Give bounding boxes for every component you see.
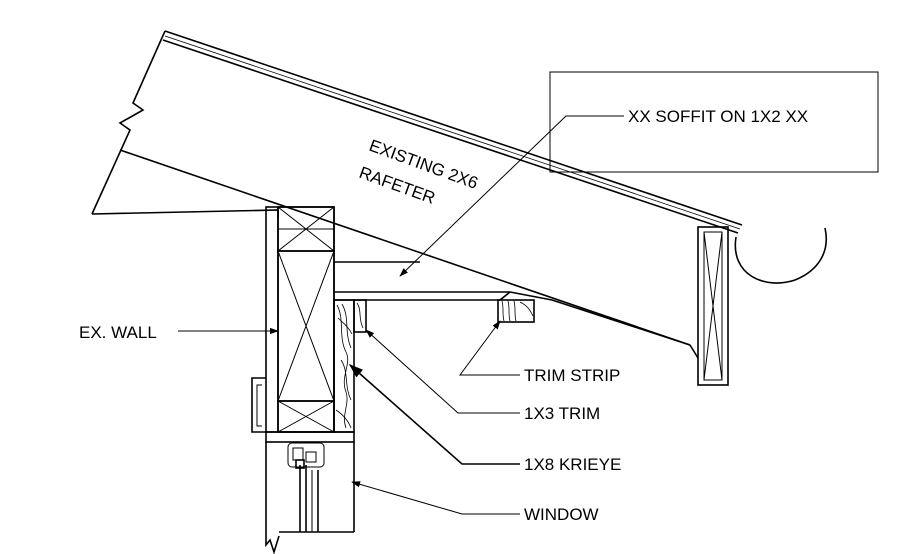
roof-rafter: [91, 30, 743, 359]
gutter: [734, 227, 827, 284]
window-unit: [251, 377, 355, 554]
fascia-board: [697, 226, 729, 386]
soffit-callout-box: [549, 71, 879, 173]
top-plate: [91, 209, 279, 218]
window-label: WINDOW: [524, 505, 599, 524]
trim-1x3: [353, 299, 367, 333]
trim-strip-label: TRIM STRIP: [524, 366, 620, 385]
wall-framing: [265, 206, 335, 433]
soffit-label: XX SOFFIT ON 1X2 XX: [628, 107, 808, 126]
krieye-1x8-label: 1X8 KRIEYE: [524, 455, 621, 474]
soffit-framing: [334, 261, 691, 346]
trim-1x3-label: 1X3 TRIM: [524, 404, 600, 423]
leader-lines: [178, 115, 624, 515]
ex-wall-label: EX. WALL: [79, 323, 157, 342]
trim-strip: [497, 299, 535, 323]
